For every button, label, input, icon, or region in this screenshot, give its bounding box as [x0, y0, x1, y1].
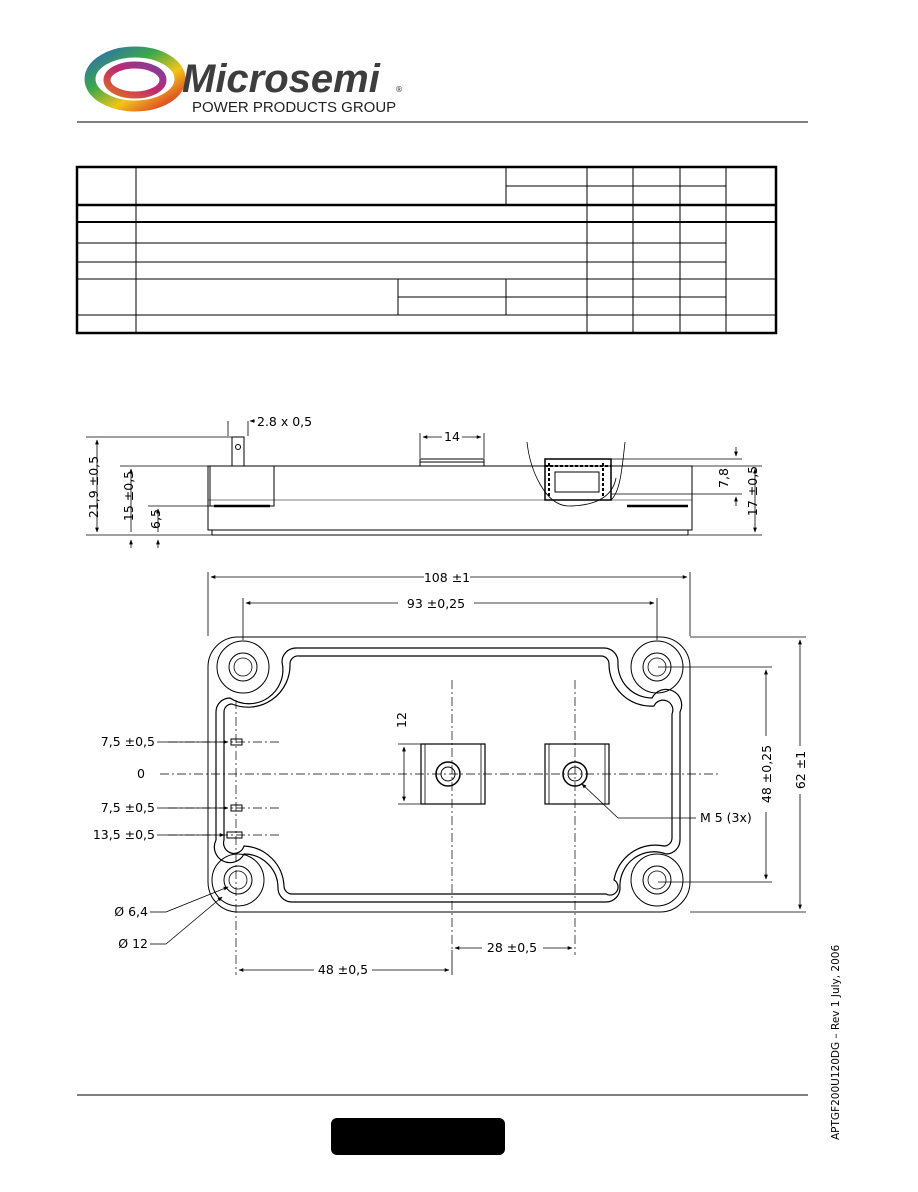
dim-terminal-height: 12 [394, 712, 409, 728]
dim-terminal-offset: 48 ±0,5 [318, 962, 368, 977]
parameter-table [75, 165, 778, 335]
document-reference: APTGF200U120DG – Rev 1 July, 2006 [830, 945, 842, 1140]
dim-pin-offset-far: 13,5 ±0,5 [93, 827, 155, 842]
dim-terminal-depth: 7,8 [716, 468, 731, 488]
dim-module-width: 108 ±1 [424, 570, 470, 585]
dim-body-height: 15 ±0,5 [121, 471, 136, 521]
dim-pin-size: 2.8 x 0,5 [257, 414, 312, 429]
thread-callout: M 5 (3x) [700, 810, 752, 825]
side-view-dimensions [86, 419, 762, 548]
side-view-drawing [207, 436, 693, 536]
dim-pin-offset-top: 7,5 ±0,5 [101, 734, 155, 749]
top-view-centerlines [160, 680, 720, 975]
logo-subtitle: POWER PRODUCTS GROUP [192, 99, 396, 116]
dim-module-height: 17 ±0,5 [745, 466, 760, 516]
top-view-labels: 108 ±1 93 ±0,25 48 ±0,25 62 ±1 7,5 ±0,5 … [93, 570, 808, 977]
dim-terminal-spacing: 28 ±0,5 [487, 940, 537, 955]
logo-registered-mark: ® [395, 85, 403, 94]
footer-badge [331, 1118, 505, 1155]
dim-hole-vertical-spacing: 48 ±0,25 [759, 745, 774, 803]
dim-pin-zero: 0 [137, 766, 145, 781]
logo-name: Microsemi [182, 57, 381, 101]
dim-hole-spacing: 93 ±0,25 [407, 596, 465, 611]
top-view-dimensions [150, 572, 806, 975]
company-logo: Microsemi ® POWER PRODUCTS GROUP [84, 46, 403, 116]
dim-terminal-width: 14 [444, 429, 460, 444]
dim-module-depth: 62 ±1 [793, 751, 808, 789]
dim-base-height: 6,5 [148, 509, 163, 529]
dim-washer-diameter: Ø 12 [118, 936, 148, 951]
logo-swirl-icon [84, 46, 186, 112]
dim-total-height: 21,9 ±0,5 [86, 456, 101, 518]
dim-pin-offset-bottom: 7,5 ±0,5 [101, 800, 155, 815]
top-view-drawing [207, 636, 691, 913]
dim-hole-diameter: Ø 6,4 [114, 904, 148, 919]
side-view-labels: 2.8 x 0,5 14 21,9 ±0,5 15 ±0,5 6,5 7,8 1… [86, 414, 760, 529]
